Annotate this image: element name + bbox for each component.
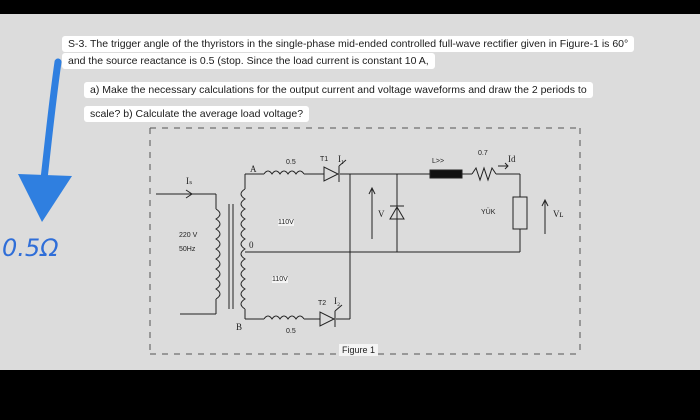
secondary-bottom-voltage: 110V <box>272 276 288 283</box>
output-voltage-label: V <box>378 209 385 219</box>
circuit-diagram <box>149 127 581 355</box>
screenshot-frame: S-3. The trigger angle of the thyristors… <box>0 14 700 370</box>
reactance-bottom-label: 0.5 <box>286 328 296 335</box>
source-current-label: Iₛ <box>186 176 193 186</box>
question-line-4: scale? b) Calculate the average load vol… <box>84 106 310 122</box>
source-voltage-label: 220 V <box>179 232 198 239</box>
load-name-label: YÜK <box>481 209 496 216</box>
thyristor-1-label: T1 <box>320 156 329 163</box>
current-1-label: I₁ <box>338 154 345 164</box>
thyristor-2-label: T2 <box>318 300 327 307</box>
load-voltage-label: Vʟ <box>553 209 564 219</box>
question-line-1: S-3. The trigger angle of the thyristors… <box>62 36 635 52</box>
source-frequency-label: 50Hz <box>179 246 196 253</box>
load-resistance-label: 0.7 <box>478 150 488 157</box>
current-2-label: I₂ <box>334 296 341 306</box>
reactance-top-label: 0.5 <box>286 159 296 166</box>
node-a-label: A <box>250 164 257 174</box>
handwritten-annotation: 0.5Ω <box>2 234 59 262</box>
blue-arrow-icon <box>18 58 72 222</box>
question-line-3: a) Make the necessary calculations for t… <box>84 82 593 98</box>
inductor-label: L>> <box>432 158 445 165</box>
node-o-label: 0 <box>249 240 254 250</box>
secondary-top-voltage: 110V <box>278 219 294 226</box>
figure-caption: Figure 1 <box>339 344 379 356</box>
question-line-2: and the source reactance is 0.5 (stop. S… <box>62 53 435 69</box>
node-b-label: B <box>236 322 243 332</box>
load-current-label: Id <box>508 154 516 164</box>
